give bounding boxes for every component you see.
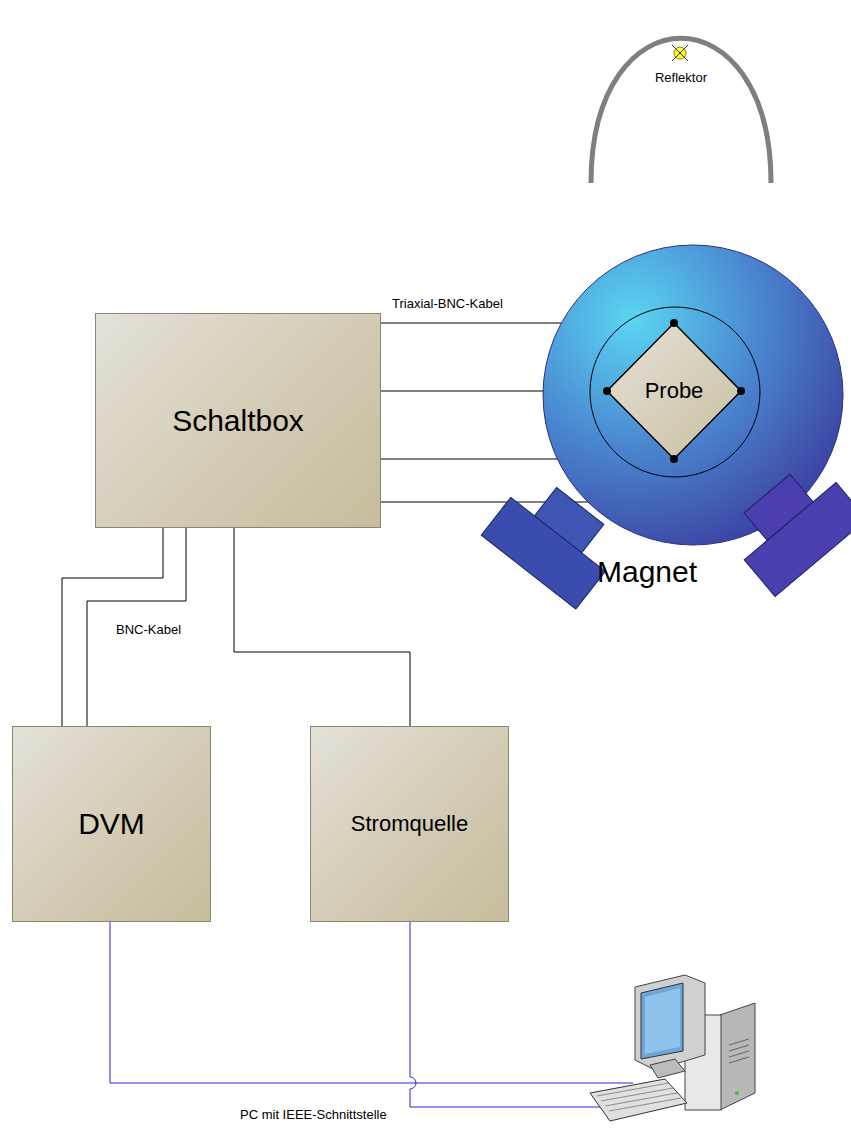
computer: PC mit IEEE-Schnittstelle [625,975,775,1125]
switch-box: Schaltbox [95,313,381,528]
cable-line [110,922,633,1083]
node-label: DVM [78,807,145,841]
current-source-box: Stromquelle [310,726,509,922]
reflector-lamp: Reflektor [588,35,774,185]
node-label: Reflektor [588,70,774,85]
voltmeter-box: DVM [12,726,211,922]
node-label: Probe [645,378,704,404]
node-label: PC mit IEEE-Schnittstelle [240,1107,387,1122]
computer-icon [625,975,775,1125]
node-label: Stromquelle [351,811,468,837]
cable-line [410,922,633,1107]
reflector-shape [588,35,774,185]
magnet: Magnet Probe [485,243,850,603]
node-label: Magnet [597,555,697,589]
cable-label: Triaxial-BNC-Kabel [390,296,505,311]
cable-label: BNC-Kabel [114,622,183,637]
cable-line [87,528,186,726]
sample-diamond: Probe [607,323,741,459]
cable-line [234,528,410,726]
node-label: Schaltbox [172,404,304,438]
